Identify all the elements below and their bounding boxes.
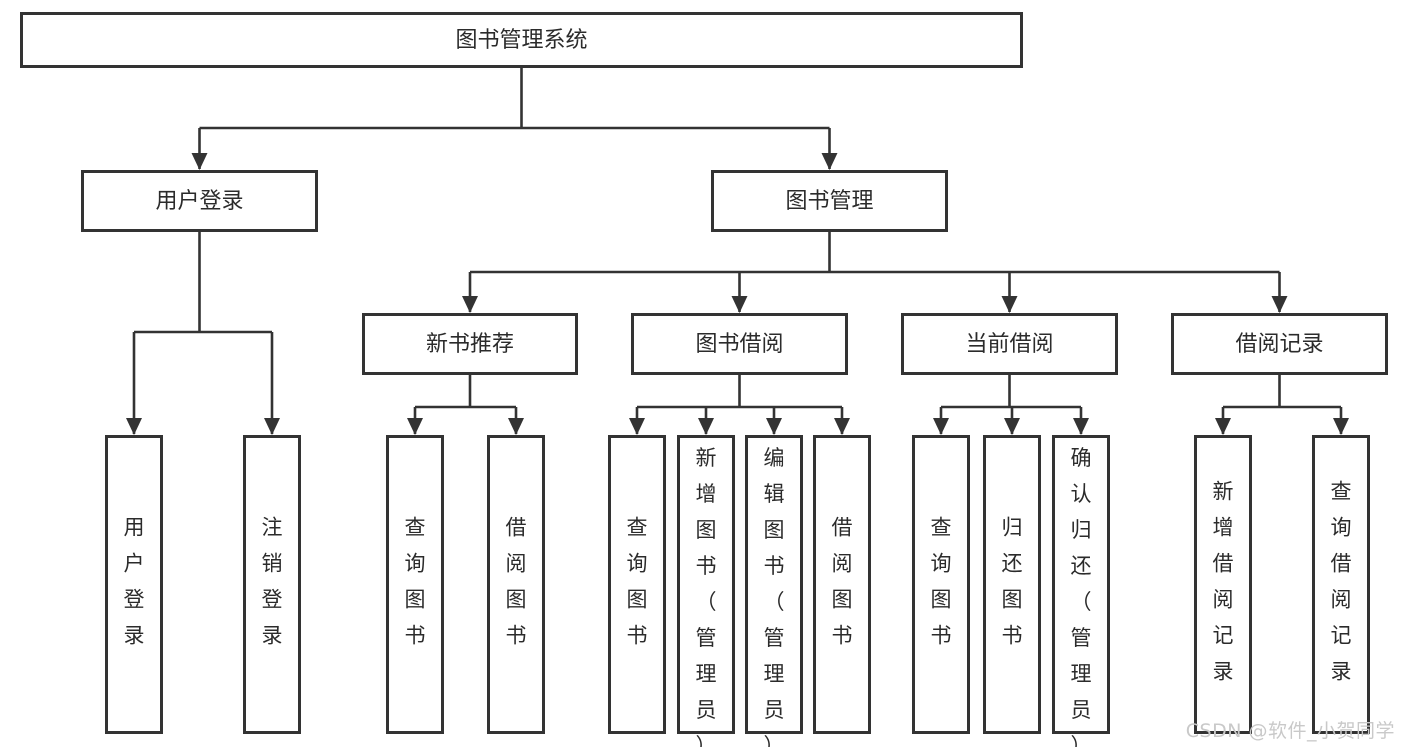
node-label-book-manage: 图书管理	[785, 189, 873, 214]
connector-arrowhead	[191, 153, 208, 170]
node-leaf-return-book[interactable]: 归还图书	[983, 435, 1041, 734]
node-leaf-edit-book-admin[interactable]: 编辑图书（管理员）	[745, 435, 803, 747]
node-box-new-book-recommend	[362, 313, 578, 375]
node-label-leaf-query-book-rec: 查询图书	[405, 516, 426, 648]
connector-arrowhead	[1001, 296, 1018, 313]
node-box-leaf-borrow-book-rec	[487, 435, 545, 734]
node-leaf-query-borrow-record[interactable]: 查询借阅记录	[1312, 435, 1370, 734]
nodes-layer: 图书管理系统用户登录图书管理新书推荐图书借阅当前借阅借阅记录用户登录注销登录查询…	[20, 12, 1388, 747]
node-box-user-login	[81, 170, 318, 232]
node-label-leaf-add-book-admin: 新增图书（管理员）	[696, 446, 717, 747]
connector-arrowhead	[407, 418, 423, 435]
connector-arrowhead	[731, 296, 748, 313]
node-label-leaf-edit-book-admin: 编辑图书（管理员）	[764, 446, 785, 747]
node-box-leaf-return-book	[983, 435, 1041, 734]
connector-arrowhead	[264, 418, 280, 435]
node-box-leaf-add-book-admin	[677, 435, 735, 734]
node-box-leaf-confirm-return-admin	[1052, 435, 1110, 734]
node-label-book-borrow: 图书借阅	[695, 332, 783, 357]
connector-arrowhead	[766, 418, 782, 435]
node-borrow-record[interactable]: 借阅记录	[1171, 313, 1388, 375]
connector-arrowhead	[1073, 418, 1089, 435]
node-leaf-query-book-borrow[interactable]: 查询图书	[608, 435, 666, 734]
connector-arrowhead	[933, 418, 949, 435]
node-box-leaf-add-borrow-record	[1194, 435, 1252, 734]
node-leaf-borrow-book-rec[interactable]: 借阅图书	[487, 435, 545, 734]
node-label-borrow-record: 借阅记录	[1235, 332, 1323, 357]
node-box-leaf-query-book-rec	[386, 435, 444, 734]
node-leaf-query-book-current[interactable]: 查询图书	[912, 435, 970, 734]
node-box-leaf-borrow-book	[813, 435, 871, 734]
connector-arrowhead	[1271, 296, 1288, 313]
connector-arrowhead	[1215, 418, 1231, 435]
node-box-book-manage	[711, 170, 948, 232]
node-label-leaf-add-borrow-record: 新增借阅记录	[1213, 480, 1234, 684]
node-label-leaf-query-borrow-record: 查询借阅记录	[1331, 480, 1352, 684]
node-book-borrow[interactable]: 图书借阅	[631, 313, 848, 375]
node-leaf-confirm-return-admin[interactable]: 确认归还（管理员）	[1052, 435, 1110, 747]
node-label-leaf-borrow-book-rec: 借阅图书	[506, 516, 527, 648]
node-new-book-recommend[interactable]: 新书推荐	[362, 313, 578, 375]
node-box-current-borrow	[901, 313, 1118, 375]
node-label-leaf-user-logout: 注销登录	[262, 516, 283, 648]
node-label-leaf-confirm-return-admin: 确认归还（管理员）	[1071, 446, 1092, 747]
node-leaf-add-book-admin[interactable]: 新增图书（管理员）	[677, 435, 735, 747]
node-box-leaf-user-logout	[243, 435, 301, 734]
node-leaf-user-logout[interactable]: 注销登录	[243, 435, 301, 734]
connector-arrowhead	[698, 418, 714, 435]
node-box-borrow-record	[1171, 313, 1388, 375]
node-label-leaf-query-book-borrow: 查询图书	[627, 516, 648, 648]
connectors-layer	[126, 68, 1349, 435]
node-current-borrow[interactable]: 当前借阅	[901, 313, 1118, 375]
node-box-root	[20, 12, 1023, 68]
connector-arrowhead	[821, 153, 838, 170]
connector-arrowhead	[629, 418, 645, 435]
node-root[interactable]: 图书管理系统	[20, 12, 1023, 68]
node-label-user-login: 用户登录	[155, 189, 243, 214]
node-label-new-book-recommend: 新书推荐	[426, 332, 514, 357]
connector-arrowhead	[508, 418, 524, 435]
node-label-leaf-query-book-current: 查询图书	[931, 516, 952, 648]
node-box-leaf-edit-book-admin	[745, 435, 803, 734]
node-label-leaf-user-login: 用户登录	[124, 516, 145, 648]
node-leaf-query-book-rec[interactable]: 查询图书	[386, 435, 444, 734]
node-box-leaf-query-borrow-record	[1312, 435, 1370, 734]
node-label-current-borrow: 当前借阅	[965, 332, 1053, 357]
connector-arrowhead	[1333, 418, 1349, 435]
connector-arrowhead	[834, 418, 850, 435]
connector-arrowhead	[462, 296, 478, 313]
node-box-book-borrow	[631, 313, 848, 375]
connector-arrowhead	[126, 418, 142, 435]
node-book-manage[interactable]: 图书管理	[711, 170, 948, 232]
node-user-login[interactable]: 用户登录	[81, 170, 318, 232]
node-label-root: 图书管理系统	[455, 28, 587, 53]
node-leaf-borrow-book[interactable]: 借阅图书	[813, 435, 871, 734]
node-label-leaf-borrow-book: 借阅图书	[832, 516, 853, 648]
node-box-leaf-query-book-current	[912, 435, 970, 734]
node-leaf-user-login[interactable]: 用户登录	[105, 435, 163, 734]
node-box-leaf-query-book-borrow	[608, 435, 666, 734]
connector-arrowhead	[1004, 418, 1020, 435]
node-leaf-add-borrow-record[interactable]: 新增借阅记录	[1194, 435, 1252, 734]
node-label-leaf-return-book: 归还图书	[1002, 516, 1023, 648]
node-box-leaf-user-login	[105, 435, 163, 734]
